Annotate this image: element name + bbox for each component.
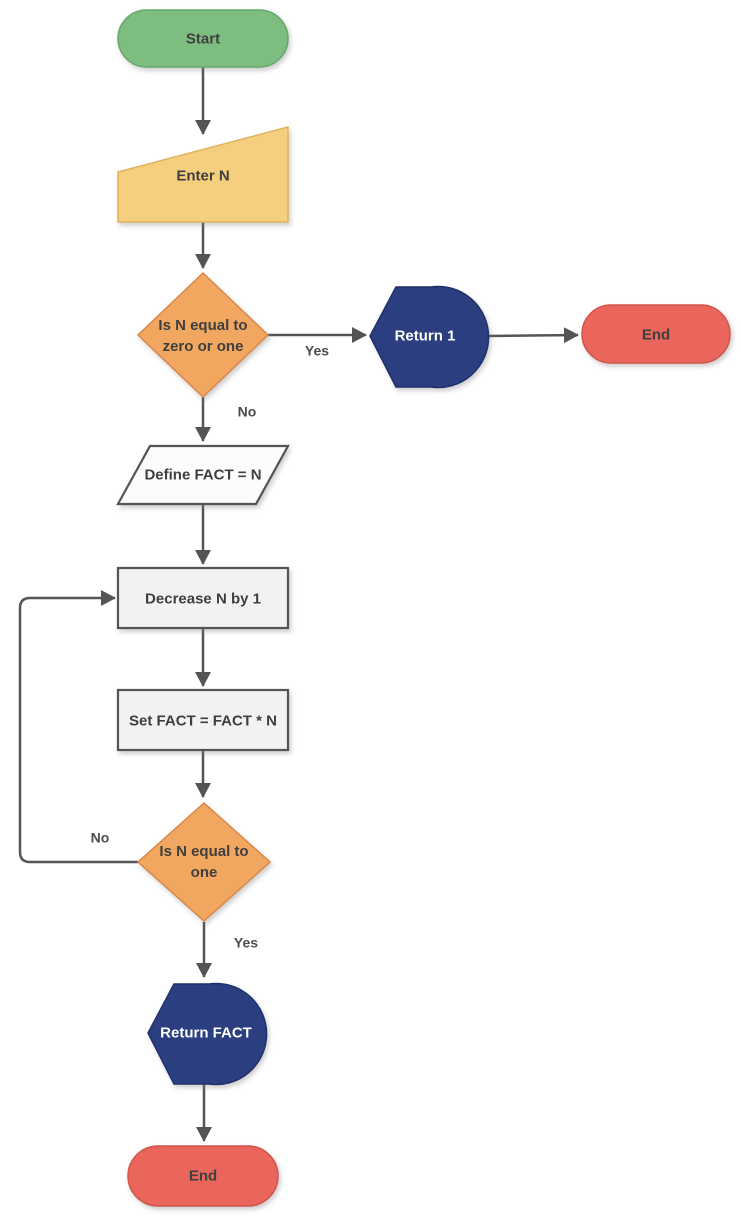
decision1-label: Is N equal to zero or one (158, 315, 247, 357)
decision1-label-line2: zero or one (162, 338, 244, 355)
decrease-n-process-shape (116, 566, 290, 630)
enter-n-manual-input-shape (117, 126, 289, 223)
enter-n-label: Enter N (176, 167, 230, 185)
start-terminator-shape (117, 9, 289, 68)
define-fact-data-shape (116, 444, 290, 506)
decision2-label: Is N equal to one (159, 841, 248, 883)
end-bottom-terminator-shape (127, 1145, 279, 1207)
edge-label-no-loop: No (90, 829, 110, 846)
return1-label: Return 1 (394, 327, 456, 345)
decision1-diamond-shape (136, 271, 270, 399)
define-fact-label: Define FACT = N (144, 466, 262, 484)
arrow-return1-to-end-top (487, 327, 579, 344)
edge-label-no-top: No (237, 403, 257, 420)
end-bottom-label: End (188, 1167, 218, 1185)
edge-label-yes-bottom: Yes (233, 934, 259, 951)
start-label: Start (185, 30, 221, 48)
decision1-label-line1: Is N equal to (158, 317, 248, 334)
decrease-n-label: Decrease N by 1 (145, 590, 261, 608)
end-top-label: End (641, 326, 671, 344)
return-fact-label: Return FACT (160, 1024, 252, 1042)
decision2-label-line1: Is N equal to (159, 843, 249, 860)
return1-display-shape (369, 285, 490, 389)
end-top-terminator-shape (581, 304, 731, 364)
return-fact-display-shape (147, 982, 268, 1086)
arrow-decision2-no-loop-to-decrease-n (18, 590, 138, 864)
edge-label-yes-top: Yes (304, 342, 330, 359)
decision2-label-line2: one (190, 864, 218, 881)
set-fact-label: Set FACT = FACT * N (129, 712, 277, 730)
set-fact-process-shape (116, 688, 290, 752)
decision2-diamond-shape (136, 801, 272, 923)
